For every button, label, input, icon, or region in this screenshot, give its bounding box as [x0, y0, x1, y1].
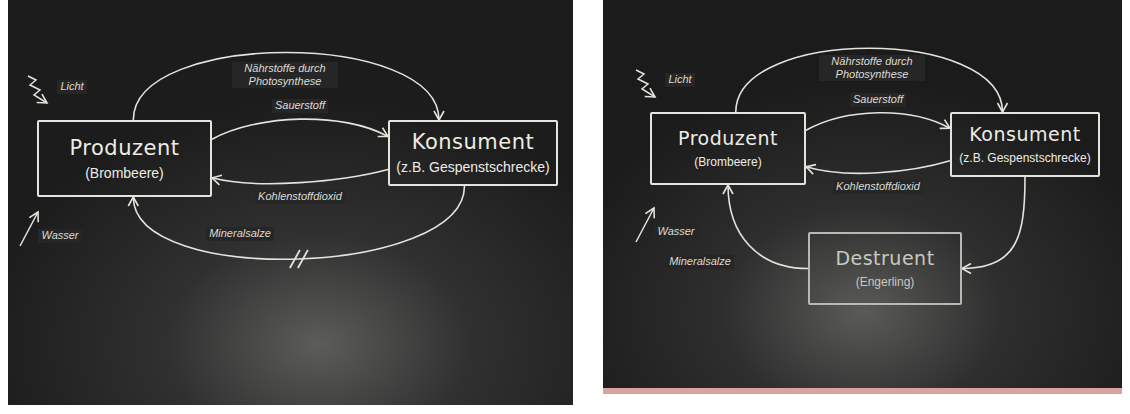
node-title: Produzent	[70, 135, 180, 161]
edge-label: Nährstoffe durch Photosynthese	[232, 62, 338, 88]
node-title: Produzent	[678, 127, 778, 151]
edge-label: Mineralsalze	[206, 227, 274, 240]
node-title: Konsument	[969, 123, 1080, 147]
edge-label: Mineralsalze	[666, 255, 734, 268]
node-subtitle: (Brombeere)	[694, 155, 761, 170]
nutrient-arrow	[736, 48, 1003, 112]
mineral-arrow	[728, 185, 808, 269]
blackboard	[603, 0, 1122, 390]
consumer-box: Konsument (z.B. Gespenstschrecke)	[950, 112, 1100, 177]
water-arrow	[636, 208, 654, 242]
edge-label: Kohlenstoffdioxid	[833, 180, 923, 193]
edge-label: Kohlenstoffdioxid	[255, 190, 345, 203]
edge-label: Sauerstoff	[850, 93, 906, 106]
edge-label: Nährstoffe durch Photosynthese	[819, 55, 925, 81]
interruption-mark	[298, 250, 308, 268]
light-label: Licht	[57, 80, 86, 93]
oxygen-arrow	[806, 113, 950, 131]
oxygen-arrow	[212, 119, 388, 139]
light-label: Licht	[665, 73, 694, 86]
node-title: Destruent	[835, 247, 934, 271]
node-title: Konsument	[412, 129, 535, 155]
carbon-dioxide-arrow	[806, 161, 950, 174]
blackboard	[8, 0, 573, 405]
decomposer-box: Destruent (Engerling)	[808, 232, 962, 305]
water-arrow	[20, 212, 38, 246]
edge-label: Sauerstoff	[272, 99, 328, 112]
consumer-box: Konsument (z.B. Gespenstschrecke)	[388, 120, 558, 186]
carbon-dioxide-arrow	[212, 170, 388, 184]
producer-box: Produzent (Brombeere)	[37, 120, 212, 197]
producer-box: Produzent (Brombeere)	[650, 112, 806, 185]
water-label: Wasser	[654, 225, 697, 238]
nutrient-arrow	[133, 53, 439, 121]
remains-arrow	[962, 177, 1025, 269]
light-arrow	[28, 76, 47, 103]
node-subtitle: (z.B. Gespenstschrecke)	[396, 159, 549, 177]
water-label: Wasser	[38, 229, 81, 242]
node-subtitle: (Brombeere)	[85, 165, 164, 183]
board-edge	[603, 388, 1122, 394]
node-subtitle: (Engerling)	[856, 275, 915, 290]
node-subtitle: (z.B. Gespenstschrecke)	[959, 151, 1090, 166]
light-arrow	[636, 70, 655, 97]
